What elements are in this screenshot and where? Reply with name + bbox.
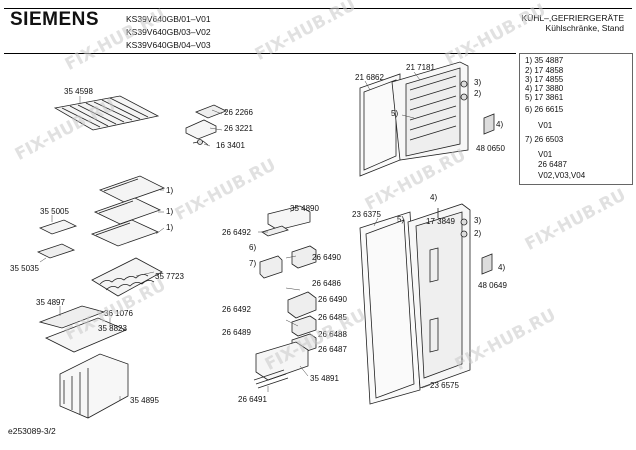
legend-line: V01 (538, 121, 553, 130)
callout-marker: 1) (166, 207, 173, 216)
legend-line: 1) 35 4887 (525, 56, 564, 65)
legend-line: 3) 17 4855 (525, 75, 564, 84)
part-label: 16 3401 (216, 141, 245, 150)
model-line-2: KS39V640GB/03–V02 (126, 27, 211, 37)
part-label: 26 2266 (224, 108, 253, 117)
part-label: 35 4895 (130, 396, 159, 405)
legend-line: 5) 17 3861 (525, 93, 564, 102)
glass-shelves-drawing (90, 175, 166, 247)
brand-logo: SIEMENS (10, 9, 100, 30)
callout-marker: 1) (166, 186, 173, 195)
leader-lines (39, 71, 431, 400)
part-label: 23 6575 (430, 381, 459, 390)
part-label: 26 6488 (318, 330, 347, 339)
part-label: 17 3849 (426, 217, 455, 226)
part-label: 35 4891 (310, 374, 339, 383)
callout-marker: 7) (249, 259, 256, 268)
legend-line: V01 (538, 150, 553, 159)
callout-marker: 3) (474, 78, 481, 87)
bottle-rack-drawing (91, 257, 163, 297)
wire-shelf-drawing (53, 95, 160, 131)
part-label: 35 4598 (64, 87, 93, 96)
part-label: 35 5035 (10, 264, 39, 273)
part-label: 21 6862 (355, 73, 384, 82)
callout-marker: 2) (474, 229, 481, 238)
part-label: 21 7181 (406, 63, 435, 72)
part-label: 26 6487 (318, 345, 347, 354)
part-label: 26 6491 (238, 395, 267, 404)
callout-marker: 4) (498, 263, 505, 272)
callout-marker: 3) (474, 216, 481, 225)
fridge-door-drawing (359, 203, 493, 405)
callout-marker: 6) (249, 243, 256, 252)
legend-line: 2) 17 4858 (525, 66, 564, 75)
part-label: 35 7723 (155, 272, 184, 281)
header-rule (4, 53, 516, 54)
legend-line: 4) 17 3880 (525, 84, 564, 93)
part-label: 26 3221 (224, 124, 253, 133)
part-label: 26 6492 (222, 305, 251, 314)
callout-marker: 4) (430, 193, 437, 202)
callout-marker: 1) (166, 223, 173, 232)
category-title: KÜHL–,GEFRIERGERÄTE (521, 13, 625, 23)
part-label: 26 6492 (222, 228, 251, 237)
legend-line: V02,V03,V04 (538, 171, 586, 180)
small-shelf-drawing (36, 219, 78, 259)
callout-marker: 5) (397, 215, 404, 224)
callout-marker: 4) (496, 120, 503, 129)
callout-marker: 2) (474, 89, 481, 98)
part-label: 35 4890 (290, 204, 319, 213)
part-label: 48 0650 (476, 144, 505, 153)
parts-legend: 1) 35 4887 2) 17 4858 3) 17 4855 4) 17 3… (519, 53, 633, 185)
crisper-drawing (38, 305, 129, 419)
part-label: 23 6375 (352, 210, 381, 219)
legend-line: 26 6487 (538, 160, 567, 169)
category-subtitle: Kühlschränke, Stand (545, 23, 624, 33)
part-label: 35 4897 (36, 298, 65, 307)
legend-line: 7) 26 6503 (525, 135, 564, 144)
door-balconies-drawing (253, 205, 317, 389)
part-label: 35 8823 (98, 324, 127, 333)
model-line-3: KS39V640GB/04–V03 (126, 40, 211, 50)
part-label: 36 1076 (104, 309, 133, 318)
part-label: 26 6486 (312, 279, 341, 288)
part-label: 35 5005 (40, 207, 69, 216)
part-label: 26 6490 (312, 253, 341, 262)
drawing-code: e253089-3/2 (8, 426, 56, 436)
part-label: 26 6489 (222, 328, 251, 337)
small-compartment-drawing (185, 104, 227, 146)
top-rule (4, 8, 632, 9)
part-label: 26 6485 (318, 313, 347, 322)
freezer-door-drawing (359, 61, 495, 177)
callout-marker: 5) (391, 109, 398, 118)
part-label: 26 6490 (318, 295, 347, 304)
legend-line: 6) 26 6615 (525, 105, 564, 114)
model-line-1: KS39V640GB/01–V01 (126, 14, 211, 24)
part-label: 48 0649 (478, 281, 507, 290)
